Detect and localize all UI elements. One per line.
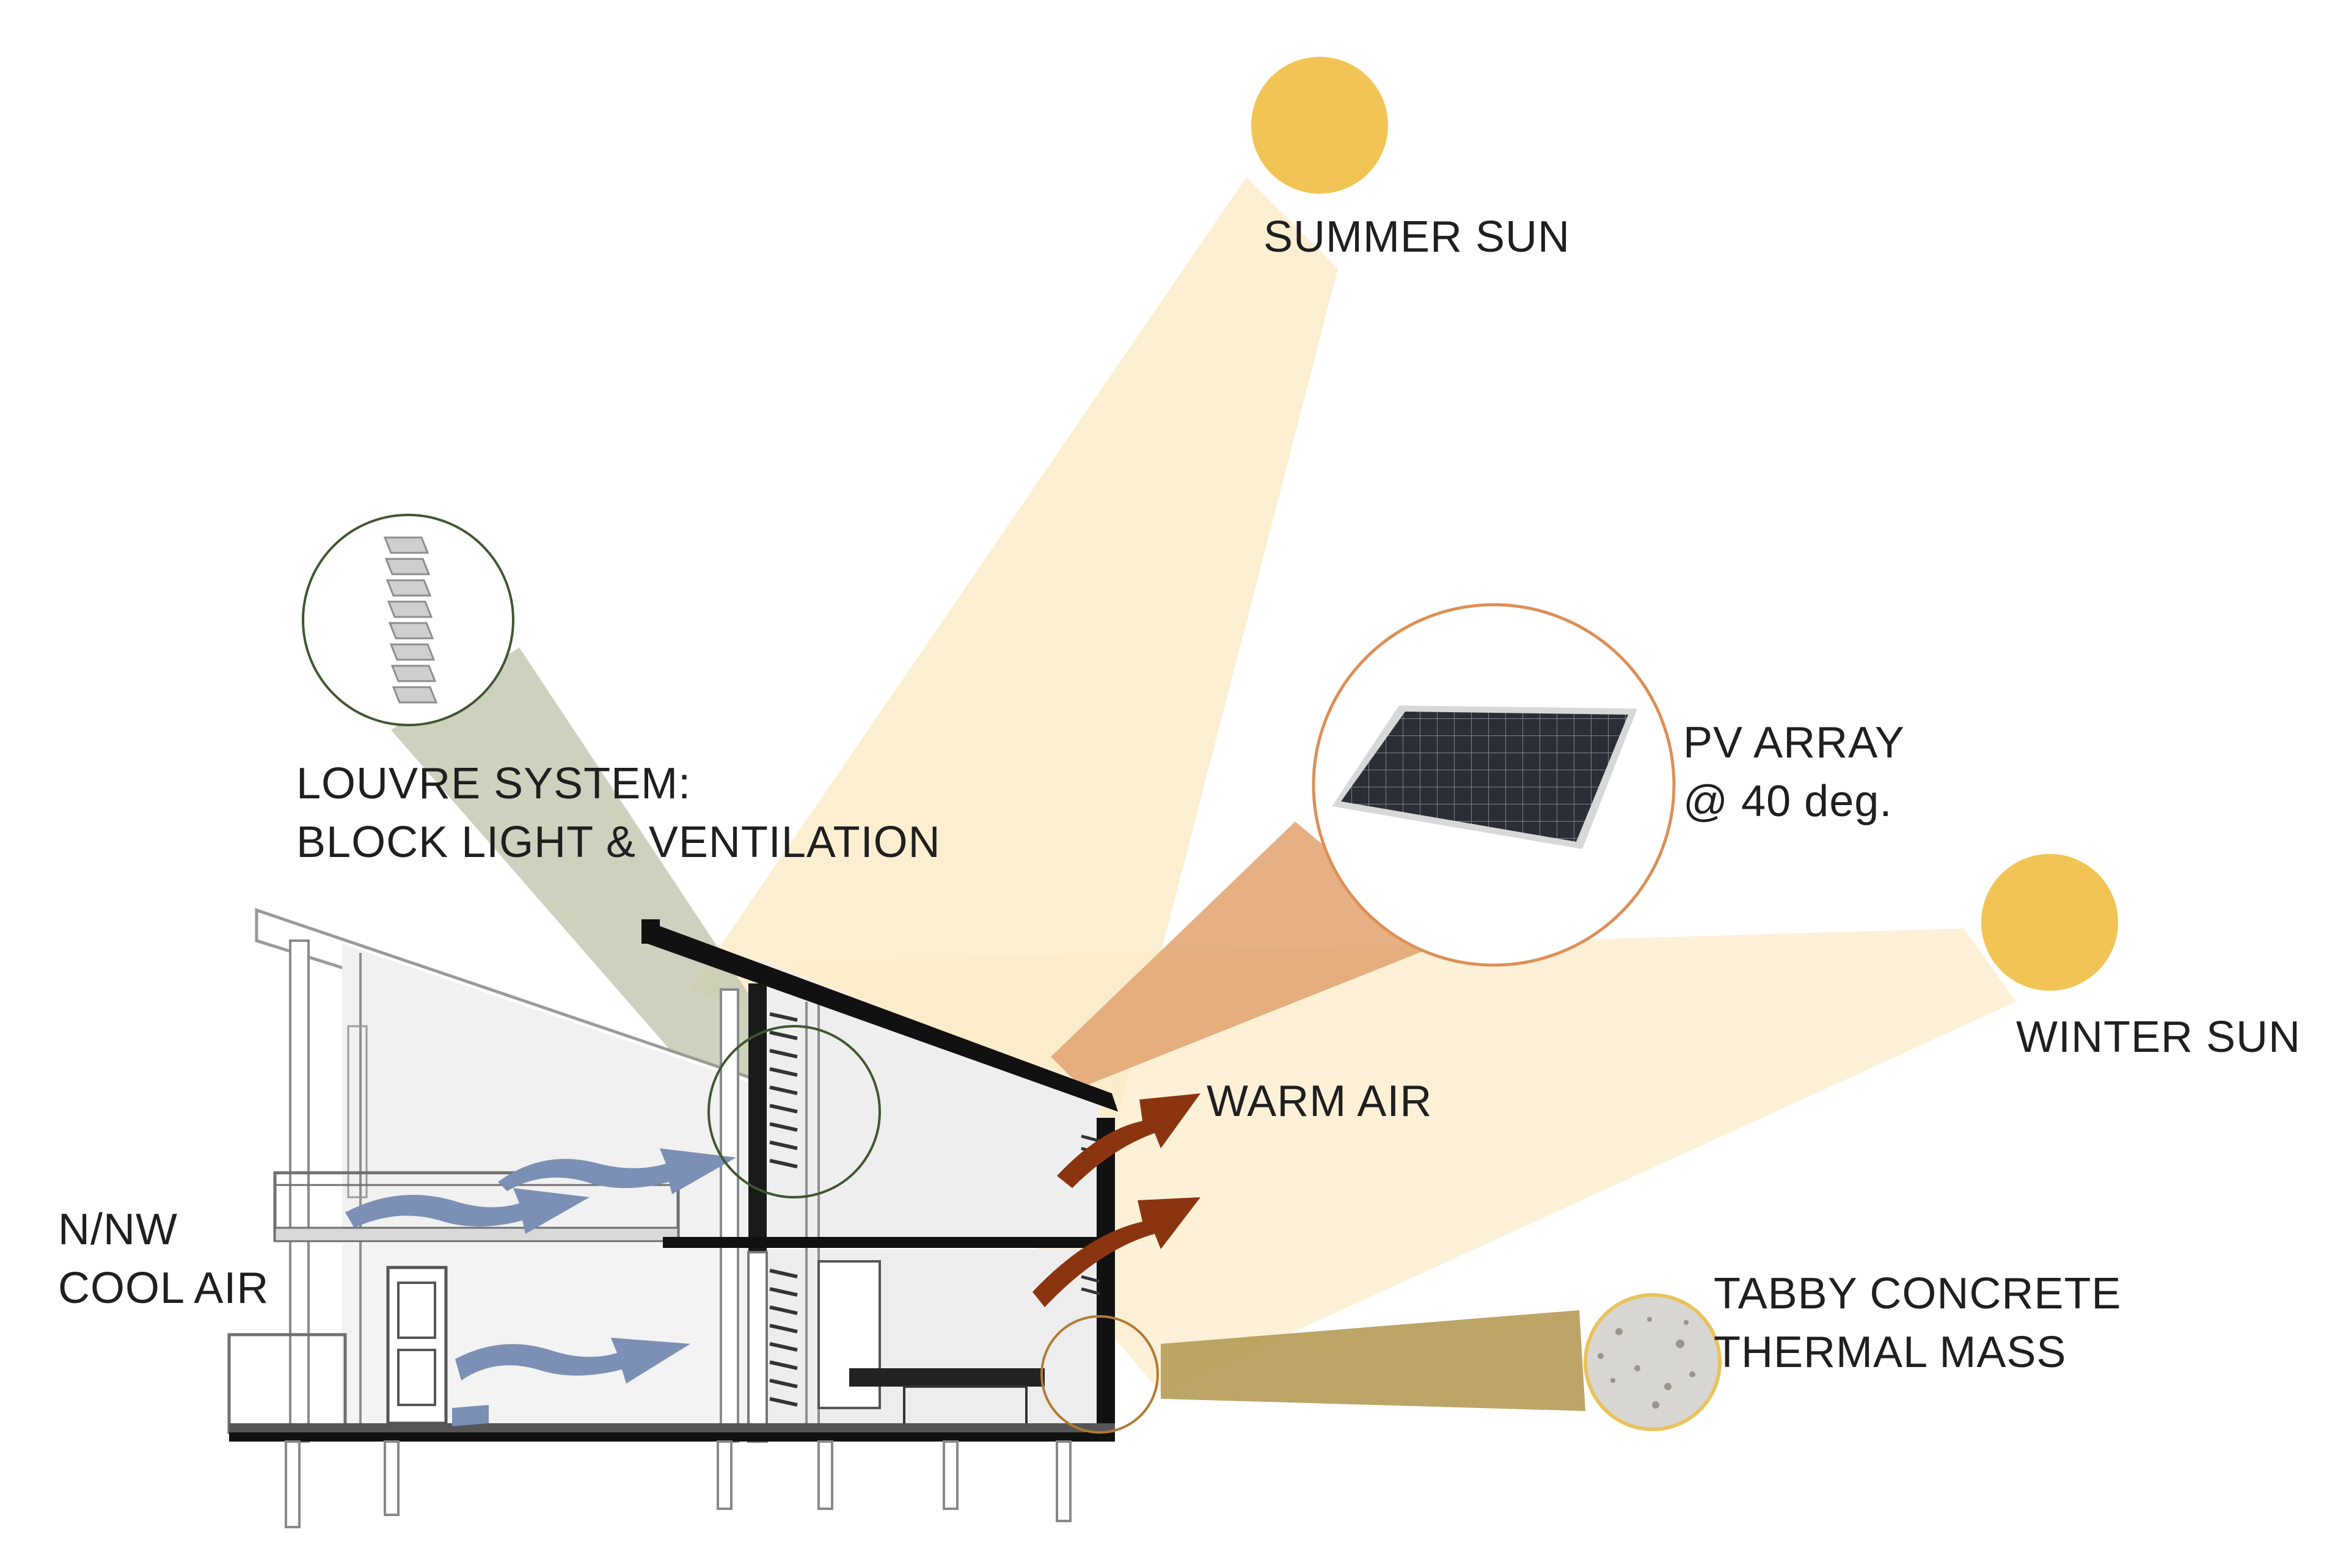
pv-array-label: PV ARRAY @ 40 deg. bbox=[1683, 713, 1905, 831]
concrete-sample-icon bbox=[1584, 1293, 1722, 1431]
winter-sun-label: WINTER SUN bbox=[2016, 1013, 2301, 1062]
warm-air-label: WARM AIR bbox=[1207, 1077, 1433, 1126]
louvre-label: LOUVRE SYSTEM: BLOCK LIGHT & VENTILATION bbox=[296, 754, 941, 872]
summer-sun-label: SUMMER SUN bbox=[1263, 213, 1571, 261]
tabby-beam bbox=[1161, 1310, 1585, 1411]
pv-array-line-1: PV ARRAY bbox=[1683, 718, 1905, 767]
cool-air-label: N/NW COOL AIR bbox=[58, 1200, 269, 1318]
thermal-mass-detail-ring bbox=[1040, 1315, 1159, 1434]
summer-sun-icon bbox=[1251, 57, 1388, 194]
louvre-blades bbox=[769, 1012, 798, 1407]
louvre-line-2: BLOCK LIGHT & VENTILATION bbox=[296, 818, 941, 867]
cool-air-arrows bbox=[345, 1148, 736, 1426]
pv-array-line-2: @ 40 deg. bbox=[1683, 777, 1893, 826]
louvre-line-1: LOUVRE SYSTEM: bbox=[296, 759, 692, 808]
cool-air-line-2: COOL AIR bbox=[58, 1264, 269, 1313]
tabby-label: TABBY CONCRETE THERMAL MASS bbox=[1714, 1264, 2121, 1382]
winter-sun-icon bbox=[1981, 854, 2118, 991]
cool-air-line-1: N/NW bbox=[58, 1205, 178, 1254]
tabby-line-1: TABBY CONCRETE bbox=[1714, 1269, 2122, 1318]
louvre-detail-ring bbox=[707, 1025, 881, 1198]
louvre-icon bbox=[302, 514, 514, 726]
tabby-line-2: THERMAL MASS bbox=[1714, 1328, 2067, 1377]
louvre-beam bbox=[391, 647, 800, 1087]
pv-panel-icon bbox=[1312, 603, 1676, 967]
warm-air-arrows bbox=[1032, 1093, 1200, 1307]
summer-sun-beam bbox=[690, 177, 1338, 1142]
house-section bbox=[227, 908, 1118, 1528]
